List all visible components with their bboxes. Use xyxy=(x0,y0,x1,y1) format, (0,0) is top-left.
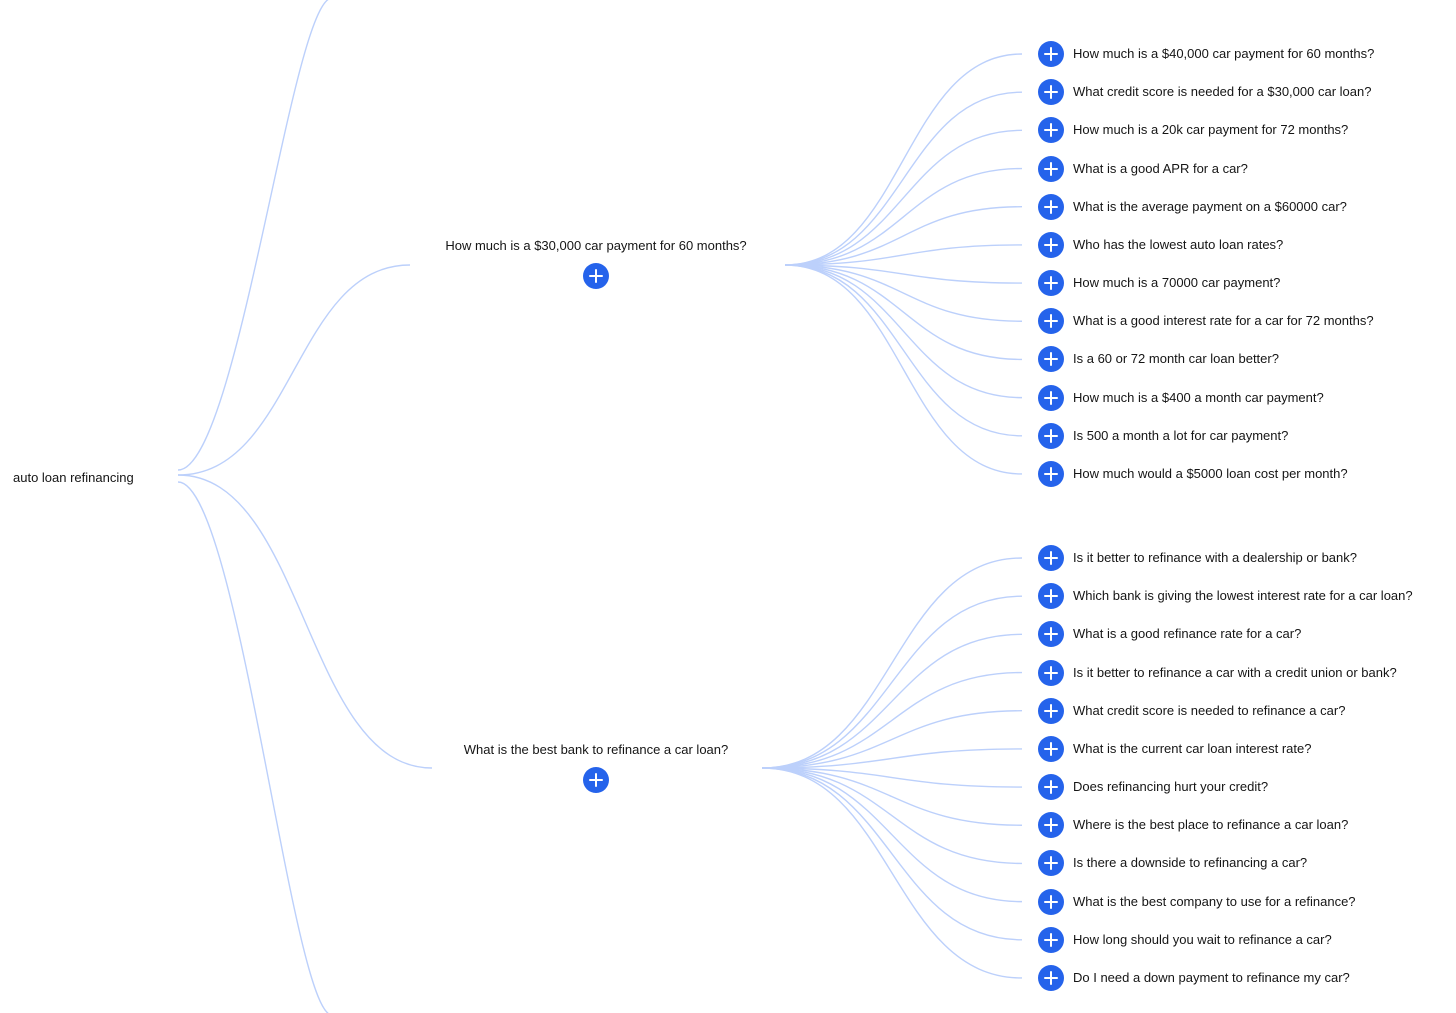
leaf-node-label[interactable]: How much is a $400 a month car payment? xyxy=(1073,389,1324,405)
expand-leaf-button[interactable] xyxy=(1038,774,1064,801)
root-node-label: auto loan refinancing xyxy=(13,470,134,485)
edge-branch-0-leaf-6 xyxy=(784,264,1023,284)
leaf-node-label[interactable]: How much is a 20k car payment for 72 mon… xyxy=(1073,122,1349,138)
edge-branch-0-leaf-0 xyxy=(784,53,1023,266)
leaf-node-label[interactable]: What credit score is needed to refinance… xyxy=(1073,702,1346,718)
expand-leaf-button[interactable] xyxy=(1038,583,1064,610)
leaf-node-label[interactable]: Do I need a down payment to refinance my… xyxy=(1073,969,1350,985)
leaf-node-label[interactable]: What is a good refinance rate for a car? xyxy=(1073,626,1302,642)
expand-leaf-button[interactable] xyxy=(1038,545,1064,571)
expand-leaf-button[interactable] xyxy=(1038,155,1064,182)
leaf-node-label[interactable]: Which bank is giving the lowest interest… xyxy=(1073,588,1413,604)
leaf-node-label[interactable]: What is the best company to use for a re… xyxy=(1073,893,1356,909)
expand-leaf-button[interactable] xyxy=(1038,41,1064,67)
edge-root-branch-0 xyxy=(177,264,411,476)
leaf-node-label[interactable]: What is a good interest rate for a car f… xyxy=(1073,313,1374,329)
edge-branch-1-leaf-0 xyxy=(761,557,1023,769)
edge-branch-1-leaf-1 xyxy=(761,595,1023,769)
expand-branch-button[interactable] xyxy=(583,767,609,793)
expand-leaf-button[interactable] xyxy=(1038,850,1064,877)
edge-branch-1-leaf-2 xyxy=(761,633,1023,769)
leaf-node-label[interactable]: Is there a downside to refinancing a car… xyxy=(1073,855,1308,871)
edge-branch-0-leaf-5 xyxy=(784,244,1023,266)
leaf-node-label[interactable]: Is 500 a month a lot for car payment? xyxy=(1073,427,1289,443)
branch-node-label: What is the best bank to refinance a car… xyxy=(463,742,729,757)
expand-leaf-button[interactable] xyxy=(1038,697,1064,724)
leaf-node-label[interactable]: How much is a $40,000 car payment for 60… xyxy=(1073,46,1375,61)
leaf-node-label[interactable]: Is a 60 or 72 month car loan better? xyxy=(1073,351,1279,367)
edge-branch-0-leaf-11 xyxy=(784,264,1023,475)
expand-leaf-button[interactable] xyxy=(1038,926,1064,953)
expand-leaf-button[interactable] xyxy=(1038,346,1064,373)
expand-leaf-button[interactable] xyxy=(1038,621,1064,648)
edge-branch-0-leaf-10 xyxy=(784,264,1023,437)
leaf-node-label[interactable]: What credit score is needed for a $30,00… xyxy=(1073,84,1372,100)
expand-branch-button[interactable] xyxy=(583,263,609,289)
leaf-node-label[interactable]: How much is a 70000 car payment? xyxy=(1073,275,1281,291)
edge-branch-1-leaf-9 xyxy=(761,767,1023,903)
edge-branch-1-leaf-4 xyxy=(761,710,1023,769)
expand-leaf-button[interactable] xyxy=(1038,270,1064,297)
edge-branch-1-leaf-11 xyxy=(761,767,1023,979)
leaf-node-label[interactable]: Is it better to refinance with a dealers… xyxy=(1073,550,1357,565)
edge-branch-0-leaf-2 xyxy=(784,129,1023,266)
edge-branch-0-leaf-7 xyxy=(784,264,1023,322)
leaf-node-label[interactable]: What is a good APR for a car? xyxy=(1073,160,1248,176)
edge-branch-1-leaf-5 xyxy=(761,748,1023,769)
edge-root-offscreen-0 xyxy=(177,0,330,471)
edge-branch-1-leaf-3 xyxy=(761,671,1023,769)
edge-branch-0-leaf-4 xyxy=(784,206,1023,266)
edge-branch-0-leaf-1 xyxy=(784,91,1023,266)
expand-leaf-button[interactable] xyxy=(1038,422,1064,449)
leaf-node-label[interactable]: How long should you wait to refinance a … xyxy=(1073,931,1332,947)
leaf-node-label[interactable]: Does refinancing hurt your credit? xyxy=(1073,779,1269,795)
expand-leaf-button[interactable] xyxy=(1038,231,1064,258)
expand-leaf-button[interactable] xyxy=(1038,964,1064,991)
edge-branch-1-leaf-6 xyxy=(761,767,1023,788)
edge-branch-0-leaf-3 xyxy=(784,167,1023,266)
expand-leaf-button[interactable] xyxy=(1038,888,1064,915)
edge-branch-1-leaf-8 xyxy=(761,767,1023,865)
edge-root-branch-1 xyxy=(177,474,433,769)
leaf-node-label[interactable]: Where is the best place to refinance a c… xyxy=(1073,817,1349,833)
expand-leaf-button[interactable] xyxy=(1038,460,1064,487)
expand-leaf-button[interactable] xyxy=(1038,117,1064,144)
edge-branch-0-leaf-8 xyxy=(784,264,1023,361)
expand-leaf-button[interactable] xyxy=(1038,193,1064,220)
leaf-node-label[interactable]: Is it better to refinance a car with a c… xyxy=(1073,664,1397,680)
expand-leaf-button[interactable] xyxy=(1038,812,1064,839)
expand-leaf-button[interactable] xyxy=(1038,659,1064,686)
leaf-node-label[interactable]: What is the average payment on a $60000 … xyxy=(1073,198,1347,214)
leaf-node-label[interactable]: What is the current car loan interest ra… xyxy=(1073,740,1312,756)
branch-node-label: How much is a $30,000 car payment for 60… xyxy=(445,238,747,253)
expand-leaf-button[interactable] xyxy=(1038,735,1064,762)
expand-leaf-button[interactable] xyxy=(1038,308,1064,335)
expand-leaf-button[interactable] xyxy=(1038,384,1064,411)
edge-branch-1-leaf-10 xyxy=(761,767,1023,941)
edge-branch-1-leaf-7 xyxy=(761,767,1023,826)
leaf-node-label[interactable]: How much would a $5000 loan cost per mon… xyxy=(1073,465,1348,481)
leaf-node-label[interactable]: Who has the lowest auto loan rates? xyxy=(1073,236,1284,252)
edge-branch-0-leaf-9 xyxy=(784,264,1023,399)
expand-leaf-button[interactable] xyxy=(1038,79,1064,106)
edge-root-offscreen-1 xyxy=(177,481,330,1013)
